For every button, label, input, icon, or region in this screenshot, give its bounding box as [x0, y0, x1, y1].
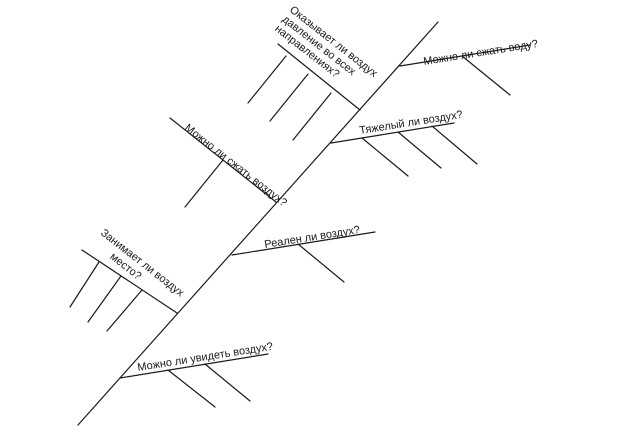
rib-line: [297, 243, 345, 283]
branch-label: Можно ли сжать воду?: [423, 38, 539, 68]
main-spine: [77, 21, 439, 426]
rib-line: [431, 125, 478, 165]
rib-line: [292, 92, 332, 141]
rib-line: [269, 73, 309, 122]
branch-line: [81, 249, 178, 314]
branch-line: [330, 122, 455, 144]
rib-line: [87, 275, 122, 323]
rib-line: [397, 131, 442, 169]
rib-line: [361, 137, 409, 177]
rib-line: [69, 261, 100, 308]
branch-air-pressure: Оказывает ли воздух давление во всех нап…: [247, 4, 380, 141]
branch-line: [231, 231, 376, 256]
branch-label: Можно ли увидеть воздух?: [137, 341, 274, 374]
branch-line: [119, 353, 269, 379]
branch-air-heavy: Тяжелый ли воздух?: [330, 109, 478, 177]
rib-line: [167, 369, 216, 408]
rib-line: [247, 55, 287, 104]
branch-line: [399, 44, 531, 67]
branch-label: Тяжелый ли воздух?: [359, 109, 464, 137]
branch-compress-water: Можно ли сжать воду?: [399, 38, 539, 96]
branch-label: Реален ли воздух?: [264, 224, 361, 251]
branch-air-space: Занимает ли воздух место?: [69, 227, 186, 332]
rib-line: [106, 289, 143, 332]
branch-compress-air: Можно ли сжать воздух?: [169, 117, 289, 209]
branch-air-real: Реален ли воздух?: [231, 224, 376, 283]
branch-see-air: Можно ли увидеть воздух?: [119, 341, 274, 408]
rib-line: [184, 159, 224, 208]
branch-label: Можно ли сжать воздух?: [182, 122, 289, 209]
branch-line: [277, 43, 361, 111]
rib-line: [204, 363, 251, 402]
rib-line: [461, 55, 511, 96]
